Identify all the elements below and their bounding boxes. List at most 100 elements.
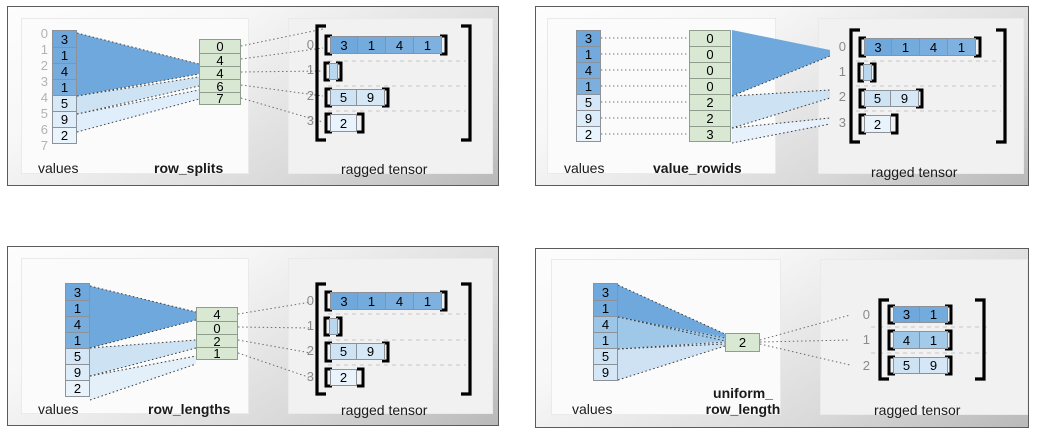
encoding-cell: 1 xyxy=(196,347,238,360)
value-cell: 3 xyxy=(52,30,77,47)
value-cell: 5 xyxy=(576,94,601,110)
tensor-row: 4 1 xyxy=(893,331,948,349)
tensor-caption: ragged tensor xyxy=(341,402,428,418)
encoding-cell: 4 xyxy=(199,66,241,80)
tensor-cell: 4 xyxy=(920,38,948,56)
tensor-row-label: 3 xyxy=(306,369,314,384)
tensor-cell: 3 xyxy=(330,292,358,310)
encoding-cell: 4 xyxy=(199,53,241,67)
tensor-cell-empty xyxy=(863,64,872,81)
encoding-cell: 3 xyxy=(689,126,731,142)
panel-value-rowids: 3 1 4 1 5 9 2 0 0 0 0 2 2 3 0 1 2 3 3 1 … xyxy=(523,0,1046,222)
value-cell: 5 xyxy=(593,348,618,364)
ragged-tensor-box xyxy=(288,258,493,414)
values-column: 3 1 4 1 5 9 xyxy=(593,283,618,381)
values-column: 3 1 4 1 5 9 2 xyxy=(576,30,601,142)
value-cell: 3 xyxy=(576,30,601,46)
value-cell: 4 xyxy=(593,316,618,332)
tensor-row: 2 xyxy=(864,115,891,133)
tensor-cell-empty xyxy=(329,63,338,80)
values-caption: values xyxy=(38,401,79,417)
tensor-row-label: 0 xyxy=(306,37,314,52)
encoding-caption: row_lengths xyxy=(148,401,231,417)
tensor-row-label: 2 xyxy=(306,88,314,103)
encoding-caption-line1: uniform_ xyxy=(713,385,773,401)
encoding-cell: 2 xyxy=(725,333,760,352)
tensor-cell: 1 xyxy=(920,331,948,349)
tensor-cell: 1 xyxy=(414,36,442,54)
encoding-cell: 7 xyxy=(199,92,241,105)
tensor-row xyxy=(329,318,338,335)
tensor-row-label: 1 xyxy=(862,332,870,347)
tensor-cell: 5 xyxy=(330,343,357,360)
encoding-cell: 0 xyxy=(689,62,731,78)
values-caption: values xyxy=(38,160,79,176)
value-cell: 5 xyxy=(65,348,90,364)
tensor-row: 2 xyxy=(330,369,357,386)
tensor-row: 5 9 xyxy=(330,89,385,106)
value-tick-2: 2 xyxy=(40,58,48,73)
encoding-column-row-lengths: 4 0 2 1 xyxy=(196,307,238,360)
value-tick-3: 3 xyxy=(40,74,48,89)
tensor-row: 3 1 4 1 xyxy=(330,36,442,54)
tensor-row-label: 2 xyxy=(862,358,870,373)
tensor-row xyxy=(329,63,338,80)
tensor-cell: 9 xyxy=(357,89,385,106)
values-column: 3 1 4 1 5 9 2 xyxy=(65,283,90,397)
encoding-cell: 0 xyxy=(196,321,238,335)
tensor-row: 3 1 4 1 xyxy=(330,292,442,310)
value-cell: 1 xyxy=(593,332,618,348)
value-cell: 4 xyxy=(576,62,601,78)
tensor-cell: 3 xyxy=(864,38,892,56)
tensor-cell: 3 xyxy=(330,36,358,54)
value-cell: 1 xyxy=(65,300,90,316)
value-cell: 5 xyxy=(52,95,77,111)
value-cell: 9 xyxy=(52,111,77,127)
tensor-row: 3 1 4 1 xyxy=(864,38,976,56)
value-cell: 4 xyxy=(65,316,90,332)
value-cell: 9 xyxy=(576,110,601,126)
value-tick-7: 7 xyxy=(40,138,48,153)
panel-uniform-row-length: 3 1 4 1 5 9 2 0 1 2 3 1 4 1 5 9 values u… xyxy=(523,222,1046,445)
tensor-cell: 5 xyxy=(893,357,920,374)
encoding-column-uniform-row-length: 2 xyxy=(725,333,760,352)
tensor-cell: 1 xyxy=(948,38,976,56)
tensor-cell: 4 xyxy=(386,292,414,310)
tensor-row-label: 0 xyxy=(862,307,870,322)
tensor-row-label: 1 xyxy=(306,318,314,333)
tensor-caption: ragged tensor xyxy=(871,164,958,180)
tensor-row-label: 1 xyxy=(306,62,314,77)
tensor-cell: 9 xyxy=(357,343,385,360)
value-tick-0: 0 xyxy=(40,26,48,41)
encoding-cell: 6 xyxy=(199,79,241,93)
value-cell: 1 xyxy=(52,47,77,63)
value-cell: 3 xyxy=(593,283,618,300)
value-cell: 2 xyxy=(576,126,601,142)
tensor-row-label: 2 xyxy=(838,89,846,104)
tensor-row-label: 0 xyxy=(306,293,314,308)
value-cell: 2 xyxy=(65,380,90,397)
value-cell: 9 xyxy=(593,364,618,381)
value-cell: 9 xyxy=(65,364,90,380)
values-column: 3 1 4 1 5 9 2 xyxy=(52,30,77,144)
tensor-cell: 2 xyxy=(330,114,357,132)
value-tick-1: 1 xyxy=(40,42,48,57)
encoding-caption: value_rowids xyxy=(653,160,742,176)
tensor-cell: 1 xyxy=(892,38,920,56)
tensor-row-label: 3 xyxy=(838,115,846,130)
encoding-column-row-splits: 0 4 4 6 7 xyxy=(199,39,241,105)
value-cell: 2 xyxy=(52,127,77,144)
encoding-cell: 2 xyxy=(689,110,731,126)
value-cell: 1 xyxy=(593,300,618,316)
encoding-caption-line2: row_length xyxy=(705,401,781,417)
encoding-caption: row_splits xyxy=(154,160,224,176)
panel-row-lengths: 3 1 4 1 5 9 2 4 0 2 1 0 1 2 3 3 1 4 1 5 xyxy=(0,222,523,445)
value-cell: 4 xyxy=(52,63,77,79)
tensor-caption: ragged tensor xyxy=(874,402,961,418)
values-caption: values xyxy=(572,401,613,417)
value-cell: 1 xyxy=(65,332,90,348)
tensor-cell: 2 xyxy=(864,115,891,133)
encoding-cell: 0 xyxy=(199,39,241,53)
tensor-cell: 1 xyxy=(414,292,442,310)
